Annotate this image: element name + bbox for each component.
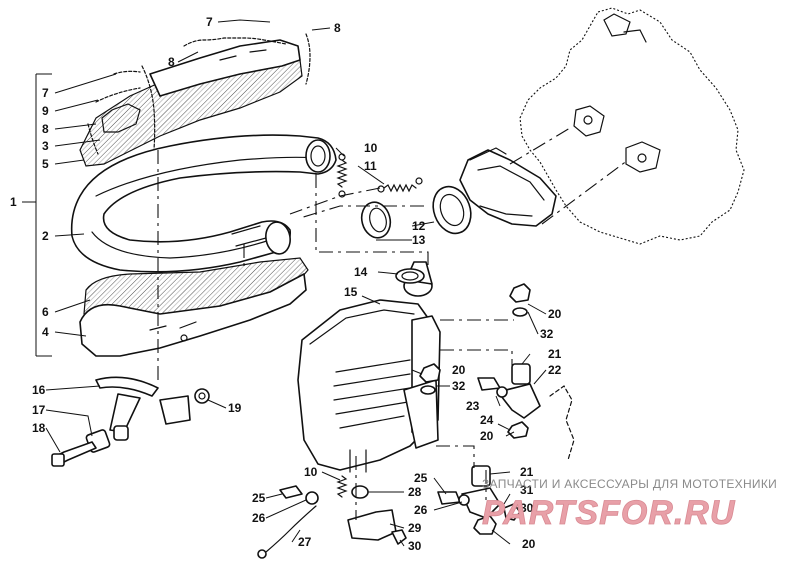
- watermark-caption: ЗАПЧАСТИ И АКСЕССУАРЫ ДЛЯ МОТОТЕХНИКИ: [482, 477, 777, 491]
- mount-hardware-lower: [437, 465, 521, 535]
- callout-31: 31: [520, 483, 534, 497]
- assembly-leader-lines: [157, 127, 629, 520]
- callout-22: 22: [548, 363, 562, 377]
- lower-bracket-cable: [257, 475, 407, 559]
- heat-shield-lower: [79, 257, 309, 357]
- callout-26-mid: 26: [414, 503, 428, 517]
- callout-12: 12: [412, 219, 426, 233]
- callout-2: 2: [42, 229, 49, 243]
- callout-10-top: 10: [364, 141, 378, 155]
- callout-7-top: 7: [206, 15, 213, 29]
- callout-25-mid: 25: [414, 471, 428, 485]
- chain-clamp-top: [183, 33, 311, 85]
- callout-16: 16: [32, 383, 46, 397]
- callout-5: 5: [42, 157, 49, 171]
- exhaust-manifold: [432, 147, 557, 235]
- callout-25-left: 25: [252, 491, 266, 505]
- callout-11: 11: [364, 159, 377, 173]
- callout-27: 27: [298, 535, 312, 549]
- callout-6: 6: [42, 305, 49, 319]
- spring-10-top: [336, 153, 348, 198]
- callout-18: 18: [32, 421, 46, 435]
- spring-11: [377, 177, 423, 193]
- callout-20-a: 20: [548, 307, 562, 321]
- callout-17: 17: [32, 403, 46, 417]
- callout-30-left: 30: [408, 539, 422, 553]
- watermark: ЗАПЧАСТИ И АКСЕССУАРЫ ДЛЯ МОТОТЕХНИКИ PA…: [482, 477, 777, 532]
- callout-28: 28: [408, 485, 422, 499]
- callout-20-c: 20: [480, 429, 494, 443]
- callout-1: 1: [10, 195, 17, 209]
- callout-leaders: [22, 19, 547, 547]
- callout-10-bottom: 10: [304, 465, 318, 479]
- callout-30-right: 30: [520, 501, 534, 515]
- seal-ring: [360, 201, 392, 239]
- callout-14: 14: [354, 265, 368, 279]
- callout-7-left: 7: [42, 86, 49, 100]
- mount-hardware-right: [419, 283, 575, 461]
- callout-13: 13: [412, 233, 426, 247]
- callout-8-mid: 8: [168, 55, 175, 69]
- engine-outline: [519, 7, 745, 245]
- callout-32-b: 32: [452, 379, 466, 393]
- callout-24: 24: [480, 413, 494, 427]
- callout-20-d: 20: [522, 537, 536, 551]
- callout-8-top: 8: [334, 21, 341, 35]
- callout-21-a: 21: [548, 347, 562, 361]
- callout-15: 15: [344, 285, 358, 299]
- hanger-bracket: [51, 376, 210, 467]
- callout-32-a: 32: [540, 327, 554, 341]
- callout-3: 3: [42, 139, 49, 153]
- watermark-logo: PARTSFOR.RU: [482, 494, 736, 532]
- callout-labels: 1 2 3 4 5 6 7 7 8 8 8 9 10 10 11 12 13 1…: [10, 15, 562, 553]
- grommet: [395, 268, 425, 284]
- callout-21-b: 21: [520, 465, 534, 479]
- callout-9: 9: [42, 104, 49, 118]
- muffler: [297, 261, 441, 473]
- callout-29: 29: [408, 521, 422, 535]
- callout-4: 4: [42, 325, 49, 339]
- callout-26-left: 26: [252, 511, 266, 525]
- heat-shield-upper: [79, 39, 303, 167]
- callout-8-left: 8: [42, 122, 49, 136]
- callout-20-b: 20: [452, 363, 466, 377]
- expansion-pipe: [70, 134, 337, 273]
- callout-19: 19: [228, 401, 242, 415]
- callout-23: 23: [466, 399, 480, 413]
